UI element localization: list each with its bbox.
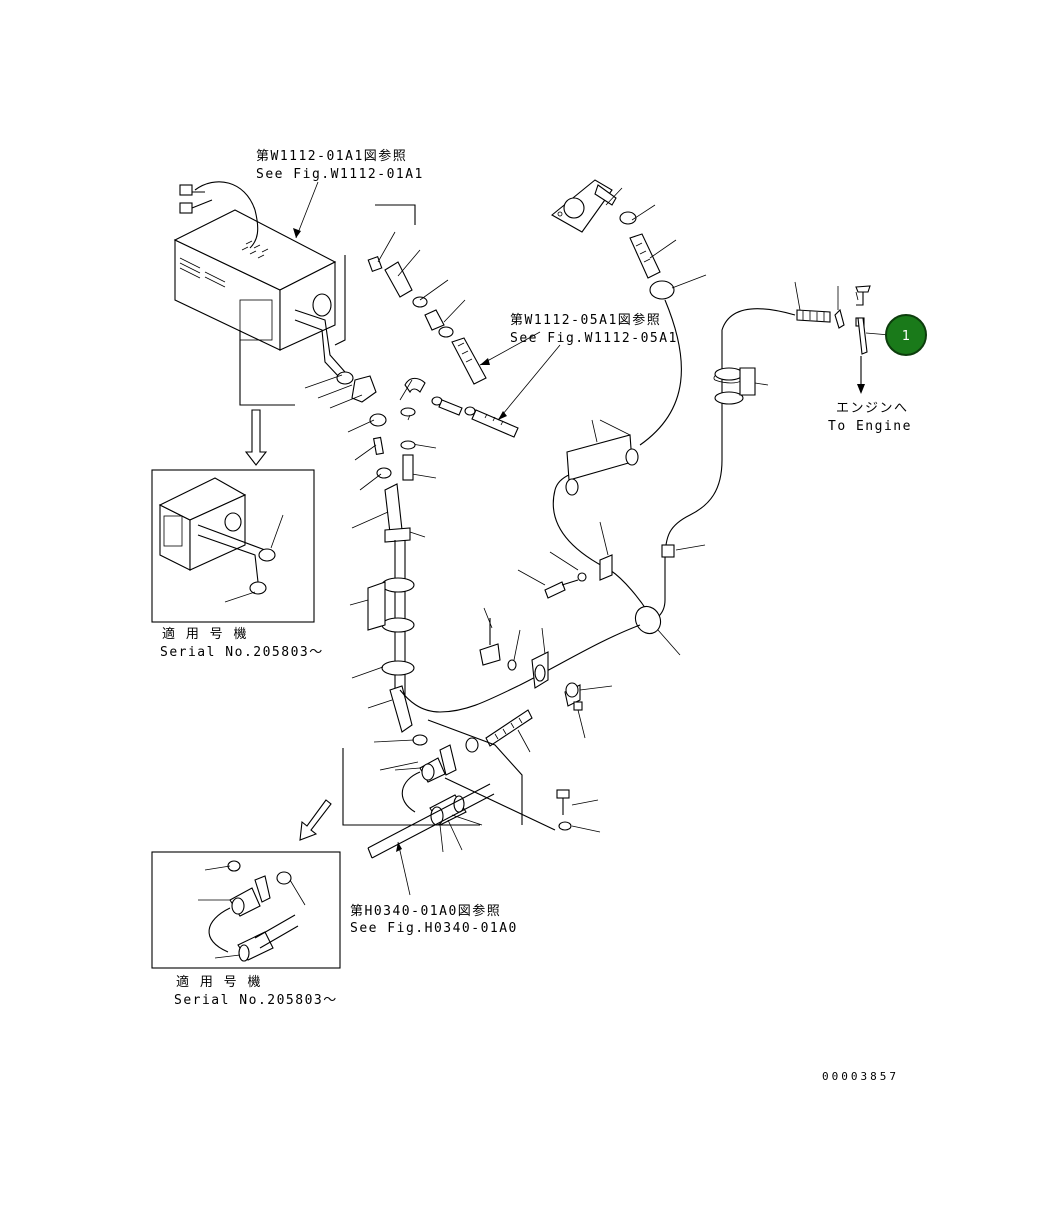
ref-w1112-01a1-en: See Fig.W1112-01A1 (256, 167, 424, 182)
inset-upper-applicable: 適 用 号 機 (162, 626, 248, 642)
flange-assembly (551, 179, 675, 300)
upper-hose-parts (367, 255, 487, 385)
ref-w1112-01a1-jp: 第W1112-01A1図参照 (256, 148, 407, 164)
inset-lower-box (151, 851, 341, 969)
drawing-number: 00003857 (822, 1070, 899, 1083)
inset-lower-serial: Serial No.205803～ (174, 993, 338, 1008)
center-upper-pipe (400, 377, 519, 481)
valve-assembly (401, 744, 467, 826)
engine-label-jp: エンジンへ (836, 401, 909, 416)
callout-circle[interactable] (885, 314, 927, 356)
lower-center-parts (465, 618, 583, 753)
ref-w1112-05a1-jp: 第W1112-05A1図参照 (510, 312, 661, 328)
ref-h0340-01a0-en: See Fig.H0340-01A0 (350, 921, 518, 936)
part-callout-1[interactable]: 1 (885, 314, 927, 356)
callout-number[interactable]: 1 (902, 329, 910, 344)
engine-side-parts (796, 285, 871, 355)
ref-h0340-01a0-jp: 第H0340-01A0図参照 (350, 903, 501, 919)
inset-upper-serial: Serial No.205803～ (160, 645, 324, 660)
inset-lower-applicable: 適 用 号 機 (176, 974, 262, 990)
inset-upper-box (151, 469, 315, 623)
engine-label-en: To Engine (828, 419, 912, 434)
ref-w1112-05a1-en: See Fig.W1112-05A1 (510, 331, 678, 346)
heater-unit (173, 181, 337, 351)
center-parts-stack (336, 371, 428, 746)
